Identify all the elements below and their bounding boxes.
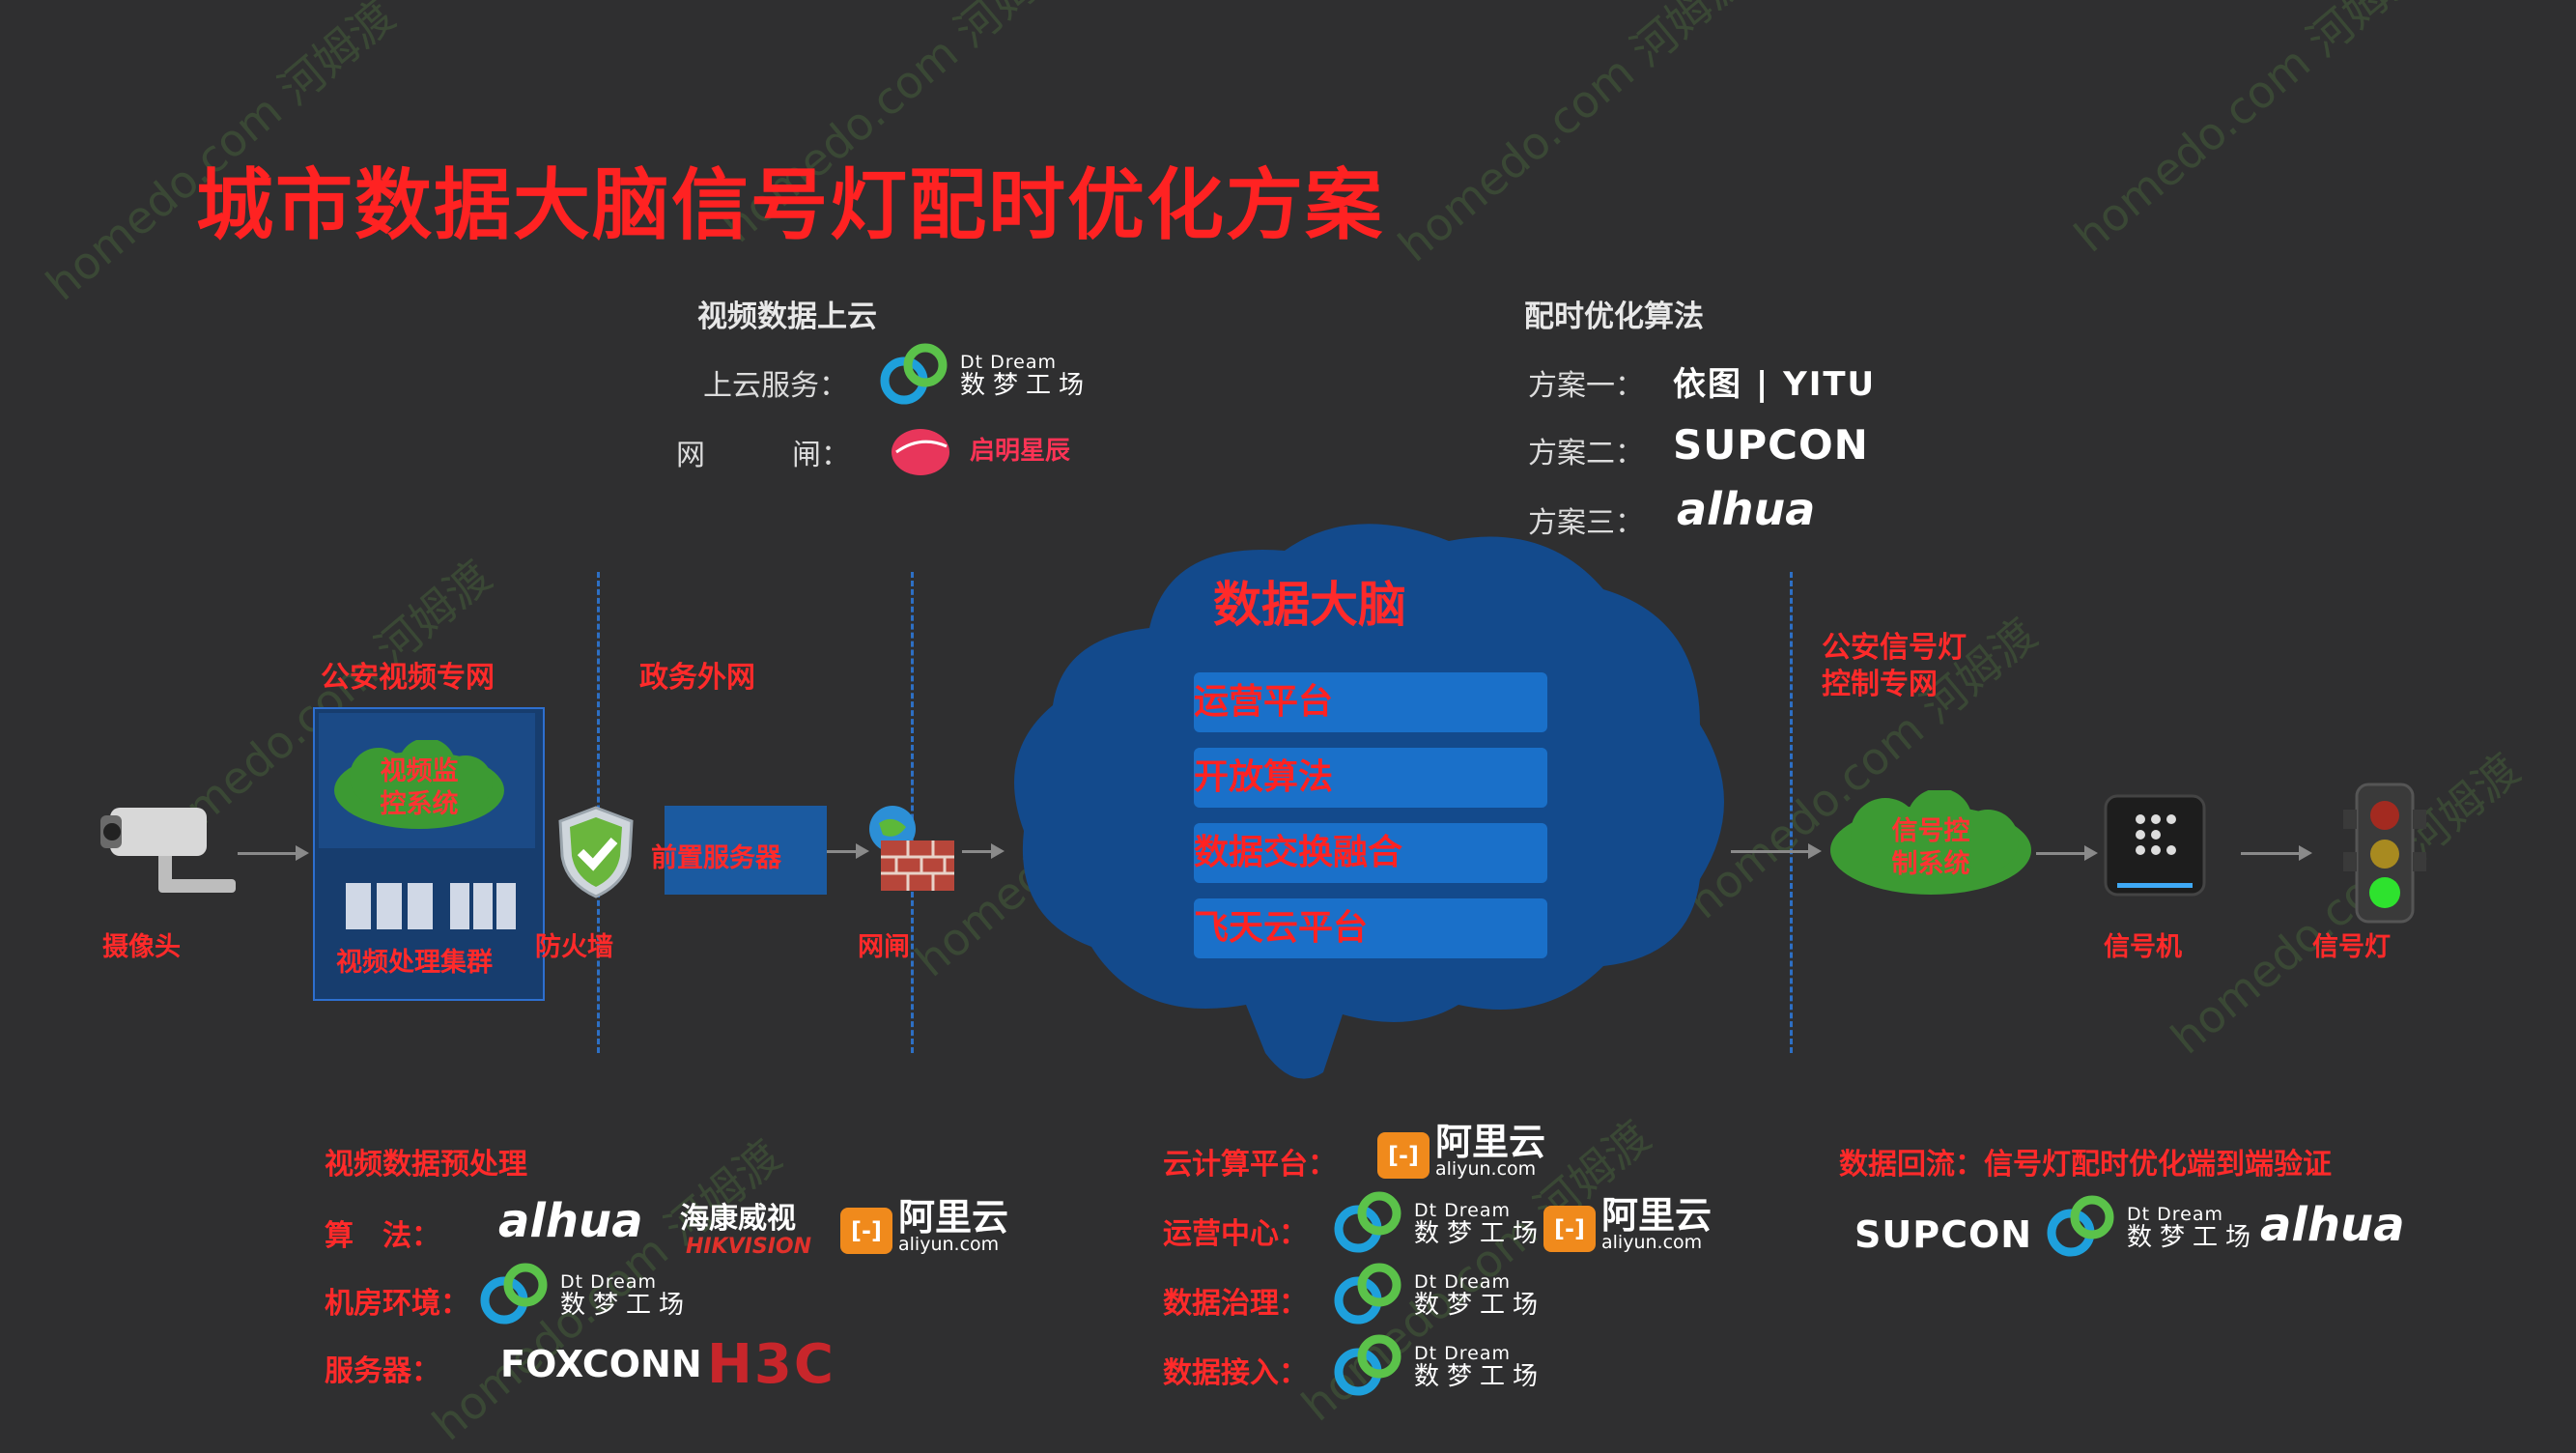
- brain-item-ops-platform: 运营平台: [1194, 672, 1547, 732]
- hikvision-en: HIKVISION: [686, 1235, 812, 1259]
- firewall-label: 防火墙: [535, 932, 613, 962]
- foxconn-logo: FOXCONN: [500, 1343, 702, 1385]
- arrow-signal-ctrl: [2036, 845, 2098, 861]
- gov-extranet-label: 政务外网: [639, 661, 755, 695]
- dtdream-icon: [880, 343, 948, 405]
- camera-icon: [100, 798, 245, 908]
- brain-title: 数据大脑: [1213, 577, 1406, 633]
- algo-heading: 配时优化算法: [1524, 299, 1704, 334]
- cloud-service-label: 上云服务：: [703, 369, 848, 403]
- arrow-camera: [238, 845, 309, 861]
- signal-machine-icon: [2102, 792, 2208, 902]
- server-cluster-icon: [344, 879, 518, 937]
- arrow-server: [827, 843, 869, 859]
- dahua-logo-top: alhua: [1677, 483, 1816, 535]
- divider-2: [911, 572, 914, 1053]
- dtdream-icon: [480, 1263, 548, 1325]
- data-backflow-heading: 数据回流：信号灯配时优化端到端验证: [1839, 1148, 2332, 1182]
- arrow-gateway: [962, 843, 1005, 859]
- plan-3-label: 方案三：: [1528, 506, 1644, 540]
- supcon-logo-top: SUPCON: [1673, 421, 1869, 469]
- gateway-label: 网 闸：: [676, 439, 850, 472]
- brain-item-open-algo: 开放算法: [1194, 748, 1547, 808]
- arrow-brain-out: [1731, 843, 1822, 859]
- traffic-light-icon: [2341, 781, 2428, 929]
- brain-item-feitian-cloud: 飞天云平台: [1194, 898, 1547, 958]
- cloud-platform-label: 云计算平台：: [1163, 1148, 1337, 1182]
- divider-3: [1790, 572, 1793, 1053]
- supcon-logo-bottom: SUPCON: [1854, 1213, 2033, 1256]
- dahua-logo-algo: alhua: [498, 1194, 643, 1248]
- cluster-label: 视频处理集群: [336, 948, 493, 978]
- dtdream-icon: [1334, 1263, 1401, 1325]
- signal-ctrl-cloud: 信号控制系统: [1827, 790, 2034, 900]
- server-label: 服务器：: [325, 1354, 440, 1388]
- aliyun-icon: [-]: [1377, 1132, 1430, 1179]
- preprocess-heading: 视频数据预处理: [325, 1148, 527, 1182]
- aliyun-icon: [-]: [1543, 1206, 1596, 1252]
- police-video-net-label: 公安视频专网: [321, 661, 495, 695]
- dtdream-icon: [2047, 1195, 2114, 1257]
- monitor-cloud: 视频监控系统: [330, 740, 508, 833]
- h3c-logo: H3C: [707, 1333, 835, 1396]
- plan-1-label: 方案一：: [1528, 369, 1644, 403]
- data-access-label: 数据接入：: [1163, 1356, 1308, 1390]
- arrow-signal-machine: [2241, 845, 2312, 861]
- brain-item-data-exchange: 数据交换融合: [1194, 823, 1547, 883]
- plan-2-label: 方案二：: [1528, 437, 1644, 470]
- traffic-light-label: 信号灯: [2312, 932, 2391, 962]
- qiming-name: 启明星辰: [970, 437, 1071, 466]
- yitu-logo: 依图 | YITU: [1673, 365, 1877, 404]
- data-gov-label: 数据治理：: [1163, 1287, 1308, 1321]
- room-env-label: 机房环境：: [325, 1287, 469, 1321]
- gateway-node-label: 网闸: [858, 932, 910, 962]
- signal-net-label: 公安信号灯控制专网: [1822, 631, 1967, 701]
- dtdream-icon: [1334, 1334, 1401, 1396]
- camera-label: 摄像头: [102, 932, 181, 962]
- hikvision-cn: 海康威视: [680, 1202, 796, 1236]
- dtdream-icon: [1334, 1191, 1401, 1253]
- aliyun-icon: [-]: [840, 1208, 892, 1254]
- dahua-logo-bottom: alhua: [2260, 1198, 2405, 1252]
- video-cloud-heading: 视频数据上云: [697, 299, 877, 334]
- algo-label: 算 法：: [325, 1219, 440, 1253]
- qiming-icon: [887, 425, 954, 479]
- shield-icon: [554, 804, 637, 904]
- page-title: 城市数据大脑信号灯配时优化方案: [196, 160, 1384, 250]
- globe-wall-icon: [863, 802, 960, 902]
- signal-machine-label: 信号机: [2104, 932, 2182, 962]
- front-server-label: 前置服务器: [651, 843, 781, 873]
- front-server-box: [665, 806, 827, 895]
- ops-center-label: 运营中心：: [1163, 1217, 1308, 1251]
